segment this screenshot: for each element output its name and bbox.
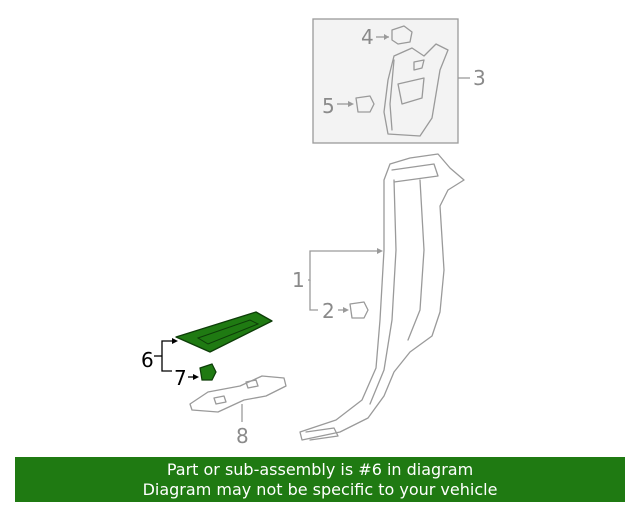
callout-7[interactable]: 7 (174, 366, 187, 390)
callout-5[interactable]: 5 (322, 94, 335, 118)
part-1-pillar-trim[interactable]: 1 (292, 153, 465, 441)
part-8-bracket[interactable]: 8 (189, 375, 287, 448)
callout-8[interactable]: 8 (236, 424, 249, 448)
callout-6[interactable]: 6 (141, 348, 154, 372)
callout-1[interactable]: 1 (292, 268, 305, 292)
parts-diagram: 3 4 5 1 2 (141, 18, 486, 448)
banner-line-1: Part or sub-assembly is #6 in diagram (166, 460, 474, 479)
part-7-clip[interactable]: 7 (174, 363, 217, 390)
disclaimer-banner: Part or sub-assembly is #6 in diagram Di… (15, 457, 625, 502)
callout-4[interactable]: 4 (361, 25, 374, 49)
callout-3[interactable]: 3 (473, 66, 486, 90)
part-3-upper-trim[interactable] (383, 43, 449, 137)
inset-box-part-3: 3 (312, 18, 486, 144)
part-6-scuff-plate[interactable]: 6 (141, 311, 273, 372)
part-4-clip[interactable]: 4 (361, 25, 413, 49)
callout-2[interactable]: 2 (322, 299, 335, 323)
part-2-clip[interactable]: 2 (322, 299, 369, 323)
banner-line-2: Diagram may not be specific to your vehi… (142, 480, 498, 499)
part-5-clip[interactable]: 5 (322, 94, 375, 118)
